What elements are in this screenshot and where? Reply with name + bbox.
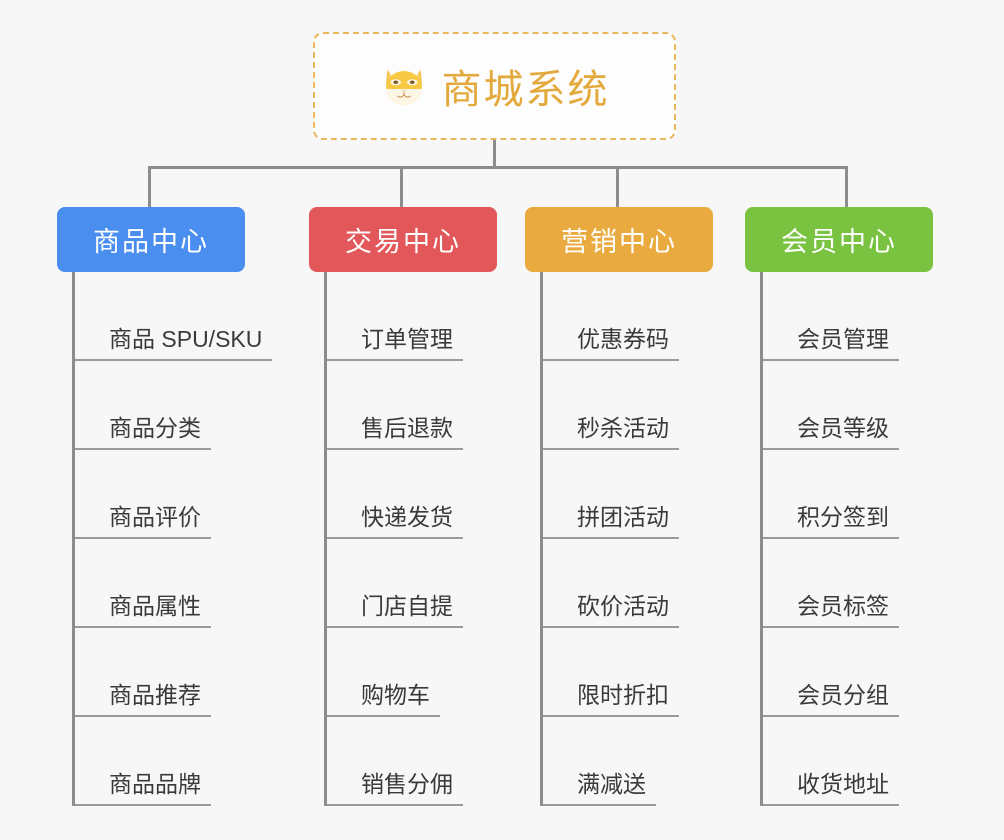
leaf-underline [763,359,899,361]
list-item[interactable]: 秒杀活动 [543,361,713,450]
leaf-list-trade-center: 订单管理 售后退款 快递发货 门店自提 购物车 销售分佣 [324,272,497,806]
leaf-list-product-center: 商品 SPU/SKU 商品分类 商品评价 商品属性 商品推荐 商品品牌 [72,272,272,806]
leaf-label: 门店自提 [361,592,453,619]
root-node[interactable]: 商城系统 [313,32,676,140]
leaf-underline [327,359,463,361]
connector-horizontal-bus [148,166,848,169]
leaf-label: 商品评价 [109,503,201,530]
leaf-label: 积分签到 [797,503,889,530]
leaf-label: 秒杀活动 [577,414,669,441]
leaf-label: 限时折扣 [577,681,669,708]
list-item[interactable]: 商品属性 [75,539,245,628]
leaf-label: 快递发货 [361,503,453,530]
leaf-label: 销售分佣 [361,770,453,797]
leaf-label: 订单管理 [361,325,453,352]
leaf-underline [75,537,211,539]
leaf-underline [543,537,679,539]
leaf-label: 商品分类 [109,414,201,441]
root-title: 商城系统 [441,68,610,112]
leaf-underline [763,626,899,628]
list-item[interactable]: 购物车 [327,628,497,717]
leaf-underline [327,448,463,450]
leaf-underline [75,359,272,361]
shiba-dog-icon [380,62,428,110]
connector-root-stem [493,140,496,168]
leaf-underline [75,715,211,717]
leaf-label: 满减送 [577,770,646,797]
connector-branch-2 [400,166,403,208]
list-item[interactable]: 销售分佣 [327,717,497,806]
list-item[interactable]: 快递发货 [327,450,497,539]
list-item[interactable]: 订单管理 [327,272,497,361]
leaf-underline [543,715,679,717]
list-item[interactable]: 会员等级 [763,361,933,450]
leaf-list-marketing-center: 优惠券码 秒杀活动 拼团活动 砍价活动 限时折扣 满减送 [540,272,713,806]
leaf-underline [75,448,211,450]
branch-column-member-center: 会员中心 会员管理 会员等级 积分签到 会员标签 会员分组 [745,207,933,806]
category-header-marketing-center[interactable]: 营销中心 [525,207,713,272]
leaf-underline [763,804,899,806]
leaf-underline [327,804,463,806]
connector-branch-4 [845,166,848,208]
leaf-underline [543,804,656,806]
leaf-underline [75,626,211,628]
list-item[interactable]: 门店自提 [327,539,497,628]
list-item[interactable]: 满减送 [543,717,713,806]
leaf-label: 商品 SPU/SKU [109,325,263,352]
list-item[interactable]: 商品评价 [75,450,245,539]
list-item[interactable]: 积分签到 [763,450,933,539]
leaf-label: 优惠券码 [577,325,669,352]
leaf-underline [543,448,679,450]
leaf-label: 砍价活动 [577,592,669,619]
leaf-underline [763,448,899,450]
list-item[interactable]: 会员标签 [763,539,933,628]
leaf-label: 售后退款 [361,414,453,441]
category-label: 商品中心 [93,227,209,257]
leaf-underline [543,626,679,628]
list-item[interactable]: 拼团活动 [543,450,713,539]
leaf-underline [763,537,899,539]
leaf-label: 收货地址 [797,770,889,797]
list-item[interactable]: 收货地址 [763,717,933,806]
category-header-product-center[interactable]: 商品中心 [57,207,245,272]
leaf-underline [327,715,440,717]
list-item[interactable]: 会员分组 [763,628,933,717]
category-label: 会员中心 [781,227,897,257]
leaf-label: 商品属性 [109,592,201,619]
category-label: 交易中心 [345,227,461,257]
leaf-label: 商品品牌 [109,770,201,797]
connector-branch-3 [616,166,619,208]
leaf-label: 拼团活动 [577,503,669,530]
branch-column-marketing-center: 营销中心 优惠券码 秒杀活动 拼团活动 砍价活动 限时折扣 [525,207,713,806]
leaf-list-member-center: 会员管理 会员等级 积分签到 会员标签 会员分组 收货地址 [760,272,933,806]
leaf-underline [543,359,679,361]
connector-branch-1 [148,166,151,208]
list-item[interactable]: 商品 SPU/SKU [75,272,272,361]
category-label: 营销中心 [561,227,677,257]
list-item[interactable]: 商品推荐 [75,628,245,717]
leaf-label: 商品推荐 [109,681,201,708]
branch-column-product-center: 商品中心 商品 SPU/SKU 商品分类 商品评价 商品属性 商品推荐 [57,207,272,806]
leaf-label: 会员等级 [797,414,889,441]
list-item[interactable]: 商品分类 [75,361,245,450]
leaf-underline [327,626,463,628]
list-item[interactable]: 限时折扣 [543,628,713,717]
leaf-label: 购物车 [361,681,430,708]
leaf-underline [763,715,899,717]
list-item[interactable]: 售后退款 [327,361,497,450]
leaf-underline [327,537,463,539]
category-header-member-center[interactable]: 会员中心 [745,207,933,272]
list-item[interactable]: 砍价活动 [543,539,713,628]
leaf-underline [75,804,211,806]
list-item[interactable]: 优惠券码 [543,272,713,361]
leaf-label: 会员分组 [797,681,889,708]
leaf-label: 会员标签 [797,592,889,619]
list-item[interactable]: 商品品牌 [75,717,245,806]
leaf-label: 会员管理 [797,325,889,352]
list-item[interactable]: 会员管理 [763,272,933,361]
branch-column-trade-center: 交易中心 订单管理 售后退款 快递发货 门店自提 购物车 [309,207,497,806]
category-header-trade-center[interactable]: 交易中心 [309,207,497,272]
